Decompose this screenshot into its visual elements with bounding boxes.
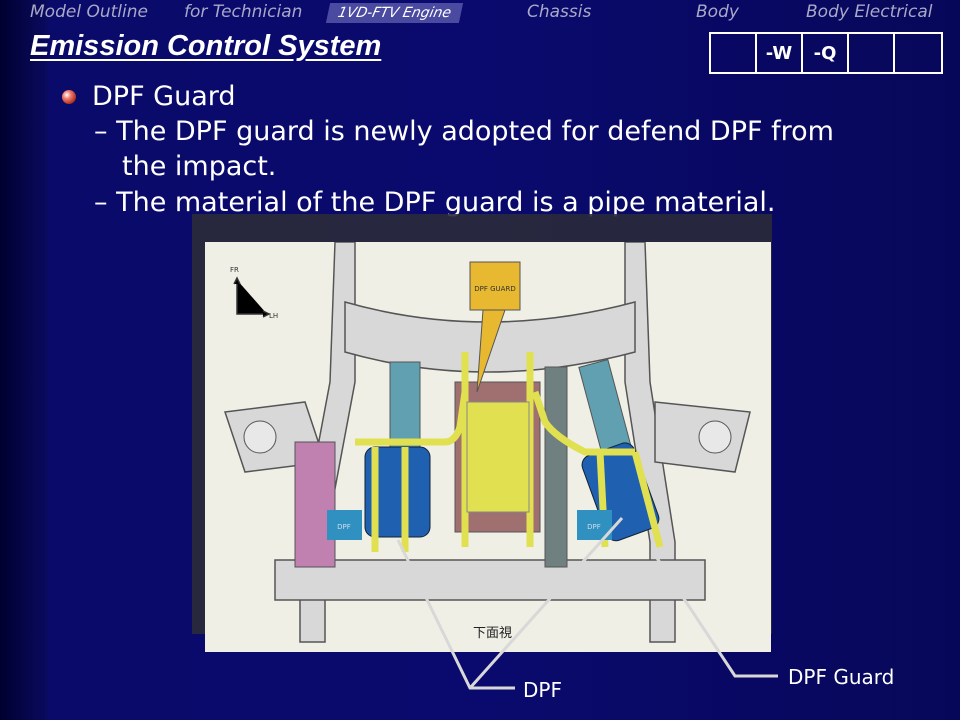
dpf-left xyxy=(364,446,431,538)
nav-body[interactable]: Body xyxy=(696,2,739,22)
dpf-guard-callout-label: DPF Guard xyxy=(788,665,895,689)
model-code-boxes: -W -Q xyxy=(709,32,943,74)
code-box xyxy=(711,34,757,72)
dpf-tag-left xyxy=(327,510,362,540)
dpf-guard-pipes xyxy=(355,352,664,552)
bullet-line: – The DPF guard is newly adopted for def… xyxy=(94,116,834,147)
nav-chassis[interactable]: Chassis xyxy=(527,2,592,22)
nav-for-technician[interactable]: for Technician xyxy=(184,2,303,22)
bullet-icon xyxy=(62,90,76,104)
code-box: -Q xyxy=(803,34,849,72)
compass-fr: FR xyxy=(230,266,239,274)
section-heading: DPF Guard xyxy=(92,81,236,112)
dpf-tag-left-label: DPF xyxy=(337,523,351,531)
top-nav: Model Outline for Technician 1VD-FTV Eng… xyxy=(0,0,960,26)
nav-1vd-ftv-engine[interactable]: 1VD-FTV Engine xyxy=(325,3,464,23)
pink-component xyxy=(294,441,336,568)
nav-model-outline[interactable]: Model Outline xyxy=(30,2,148,22)
nav-body-electrical[interactable]: Body Electrical xyxy=(806,2,933,22)
dpf-guard-plate xyxy=(466,401,530,513)
bullet-line: the impact. xyxy=(122,151,277,182)
page-title: Emission Control System xyxy=(30,30,382,62)
chassis-diagram: DPF GUARD DPF DPF FR LH 下面視 xyxy=(205,242,771,652)
dpf-tag-right-label: DPF xyxy=(587,523,601,531)
dpf-guard-callout-label: DPF GUARD xyxy=(474,285,515,293)
compass-icon xyxy=(233,276,271,318)
dpf-guard-callout-box xyxy=(469,261,521,311)
code-box: -W xyxy=(757,34,803,72)
compass-lh: LH xyxy=(269,312,278,320)
bullet-line: – The material of the DPF guard is a pip… xyxy=(94,187,776,218)
code-box xyxy=(849,34,895,72)
code-box xyxy=(895,34,941,72)
dpf-callout-label: DPF xyxy=(523,678,562,702)
sidebar-strip xyxy=(0,0,48,720)
view-label: 下面視 xyxy=(473,626,512,641)
